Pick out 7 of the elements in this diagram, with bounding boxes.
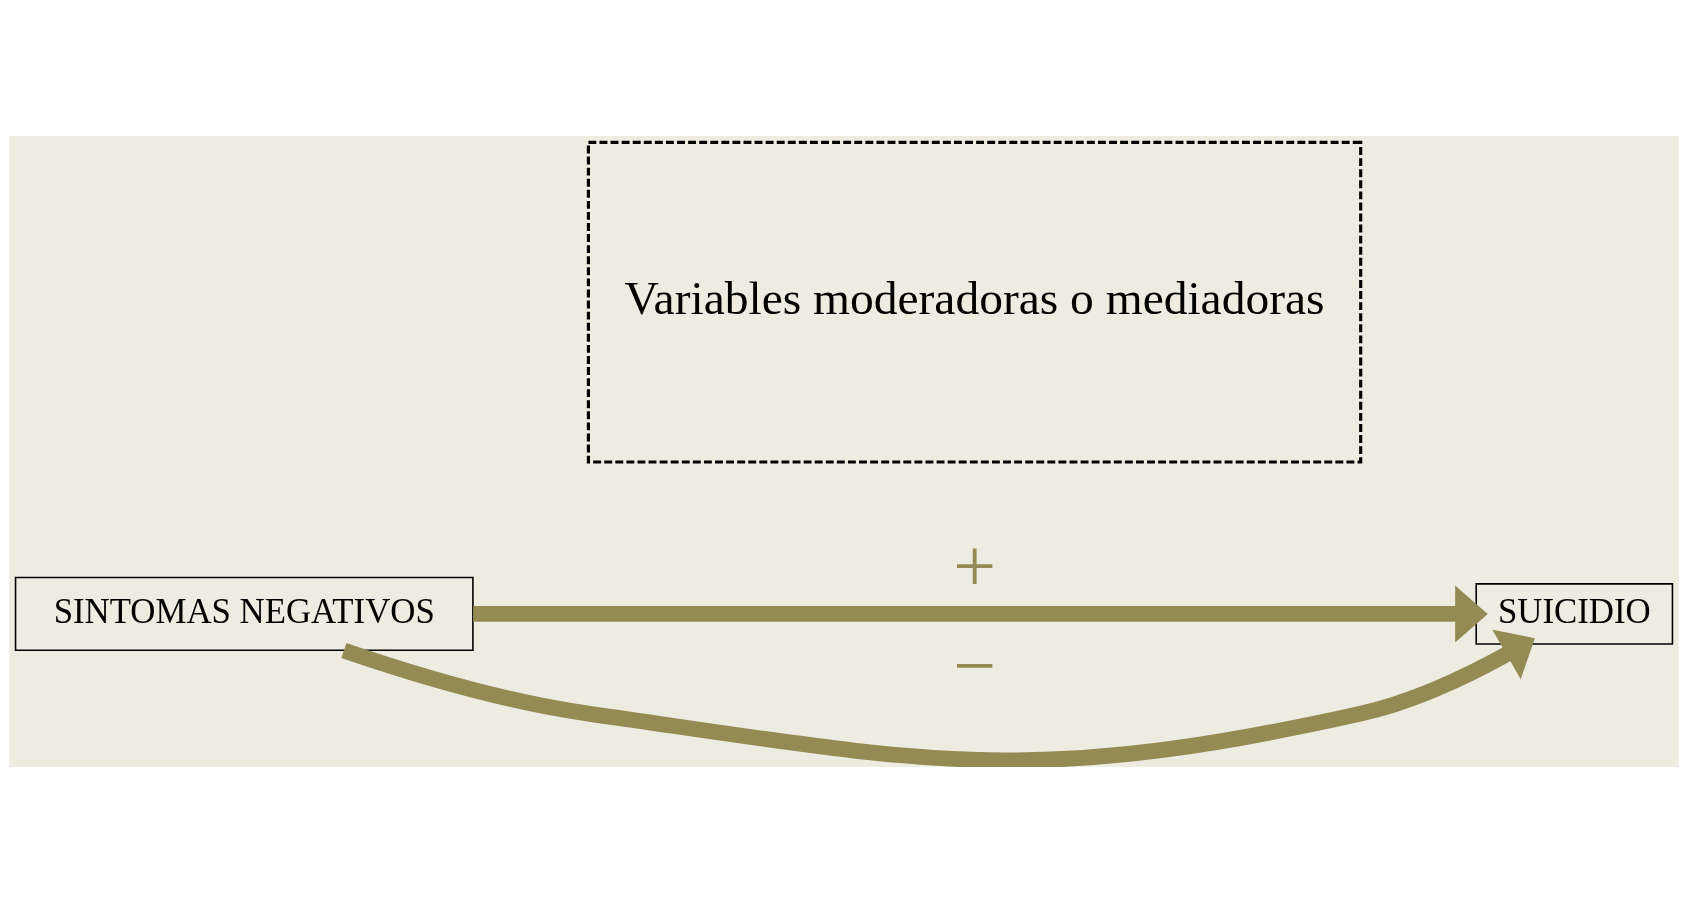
node-box: SINTOMAS NEGATIVOS <box>14 576 474 651</box>
edge-label: − <box>953 622 996 707</box>
node-box: Variables moderadoras o mediadoras <box>586 140 1363 464</box>
arrow <box>473 584 1488 642</box>
edge-label: + <box>953 522 996 607</box>
node-box: SUICIDIO <box>1475 582 1674 645</box>
arrow <box>341 629 1535 767</box>
